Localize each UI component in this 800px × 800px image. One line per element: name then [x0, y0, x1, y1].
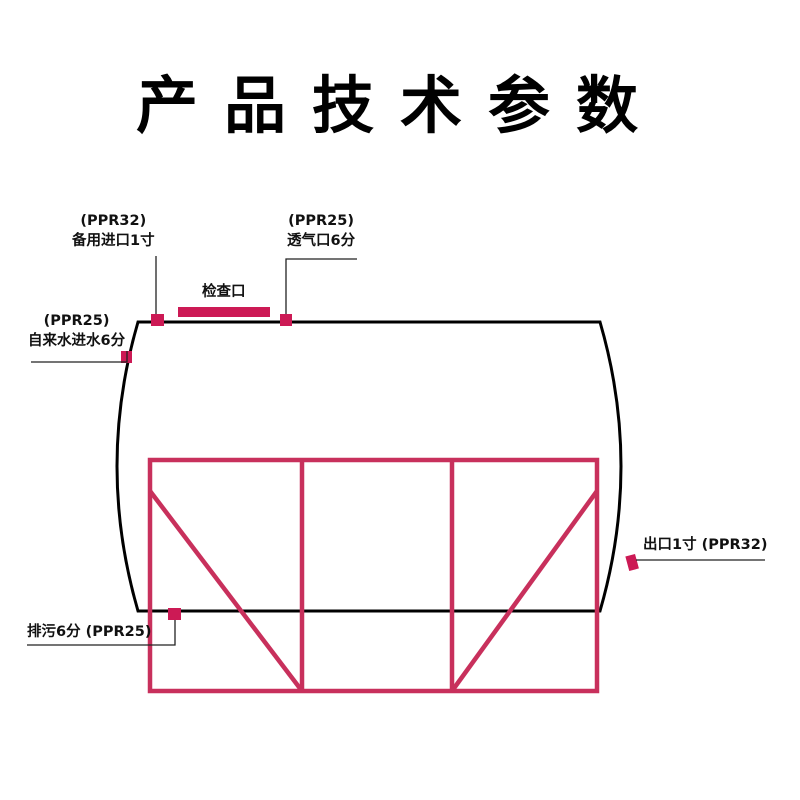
vent-name: 透气口6分 [287, 232, 356, 249]
drain-label: 排污6分 (PPR25) [27, 624, 152, 640]
drain-leader [27, 620, 176, 646]
vent-label: (PPR25) 透气口6分 [287, 212, 355, 251]
vent-spec: (PPR25) [288, 213, 354, 229]
outlet-label: 出口1寸 (PPR32) [643, 537, 768, 553]
water-inlet-name: 自来水进水6分 [28, 332, 126, 349]
backup-inlet-spec: (PPR32) [80, 213, 147, 229]
outlet-port [625, 553, 639, 572]
drain-port [168, 608, 181, 620]
vent-leader [285, 258, 357, 314]
backup-inlet-name: 备用进口1寸 [72, 232, 155, 249]
water-inlet-spec: (PPR25) [43, 313, 110, 329]
tank-body [115, 320, 623, 613]
vent-port [280, 314, 292, 326]
stand-brace-left [148, 489, 304, 693]
page-title: 产品技术参数 [135, 69, 664, 142]
support-stand [147, 457, 600, 694]
backup-inlet-label: (PPR32) 备用进口1寸 [72, 212, 155, 251]
water-inlet-label: (PPR25) 自来水进水6分 [28, 312, 125, 351]
backup-inlet-port [151, 314, 164, 326]
inspection-port [178, 307, 270, 317]
inspection-label: 检查口 [202, 284, 246, 300]
water-inlet-leader [31, 351, 128, 363]
stand-brace-right [450, 489, 599, 693]
stand-frame [147, 457, 600, 694]
